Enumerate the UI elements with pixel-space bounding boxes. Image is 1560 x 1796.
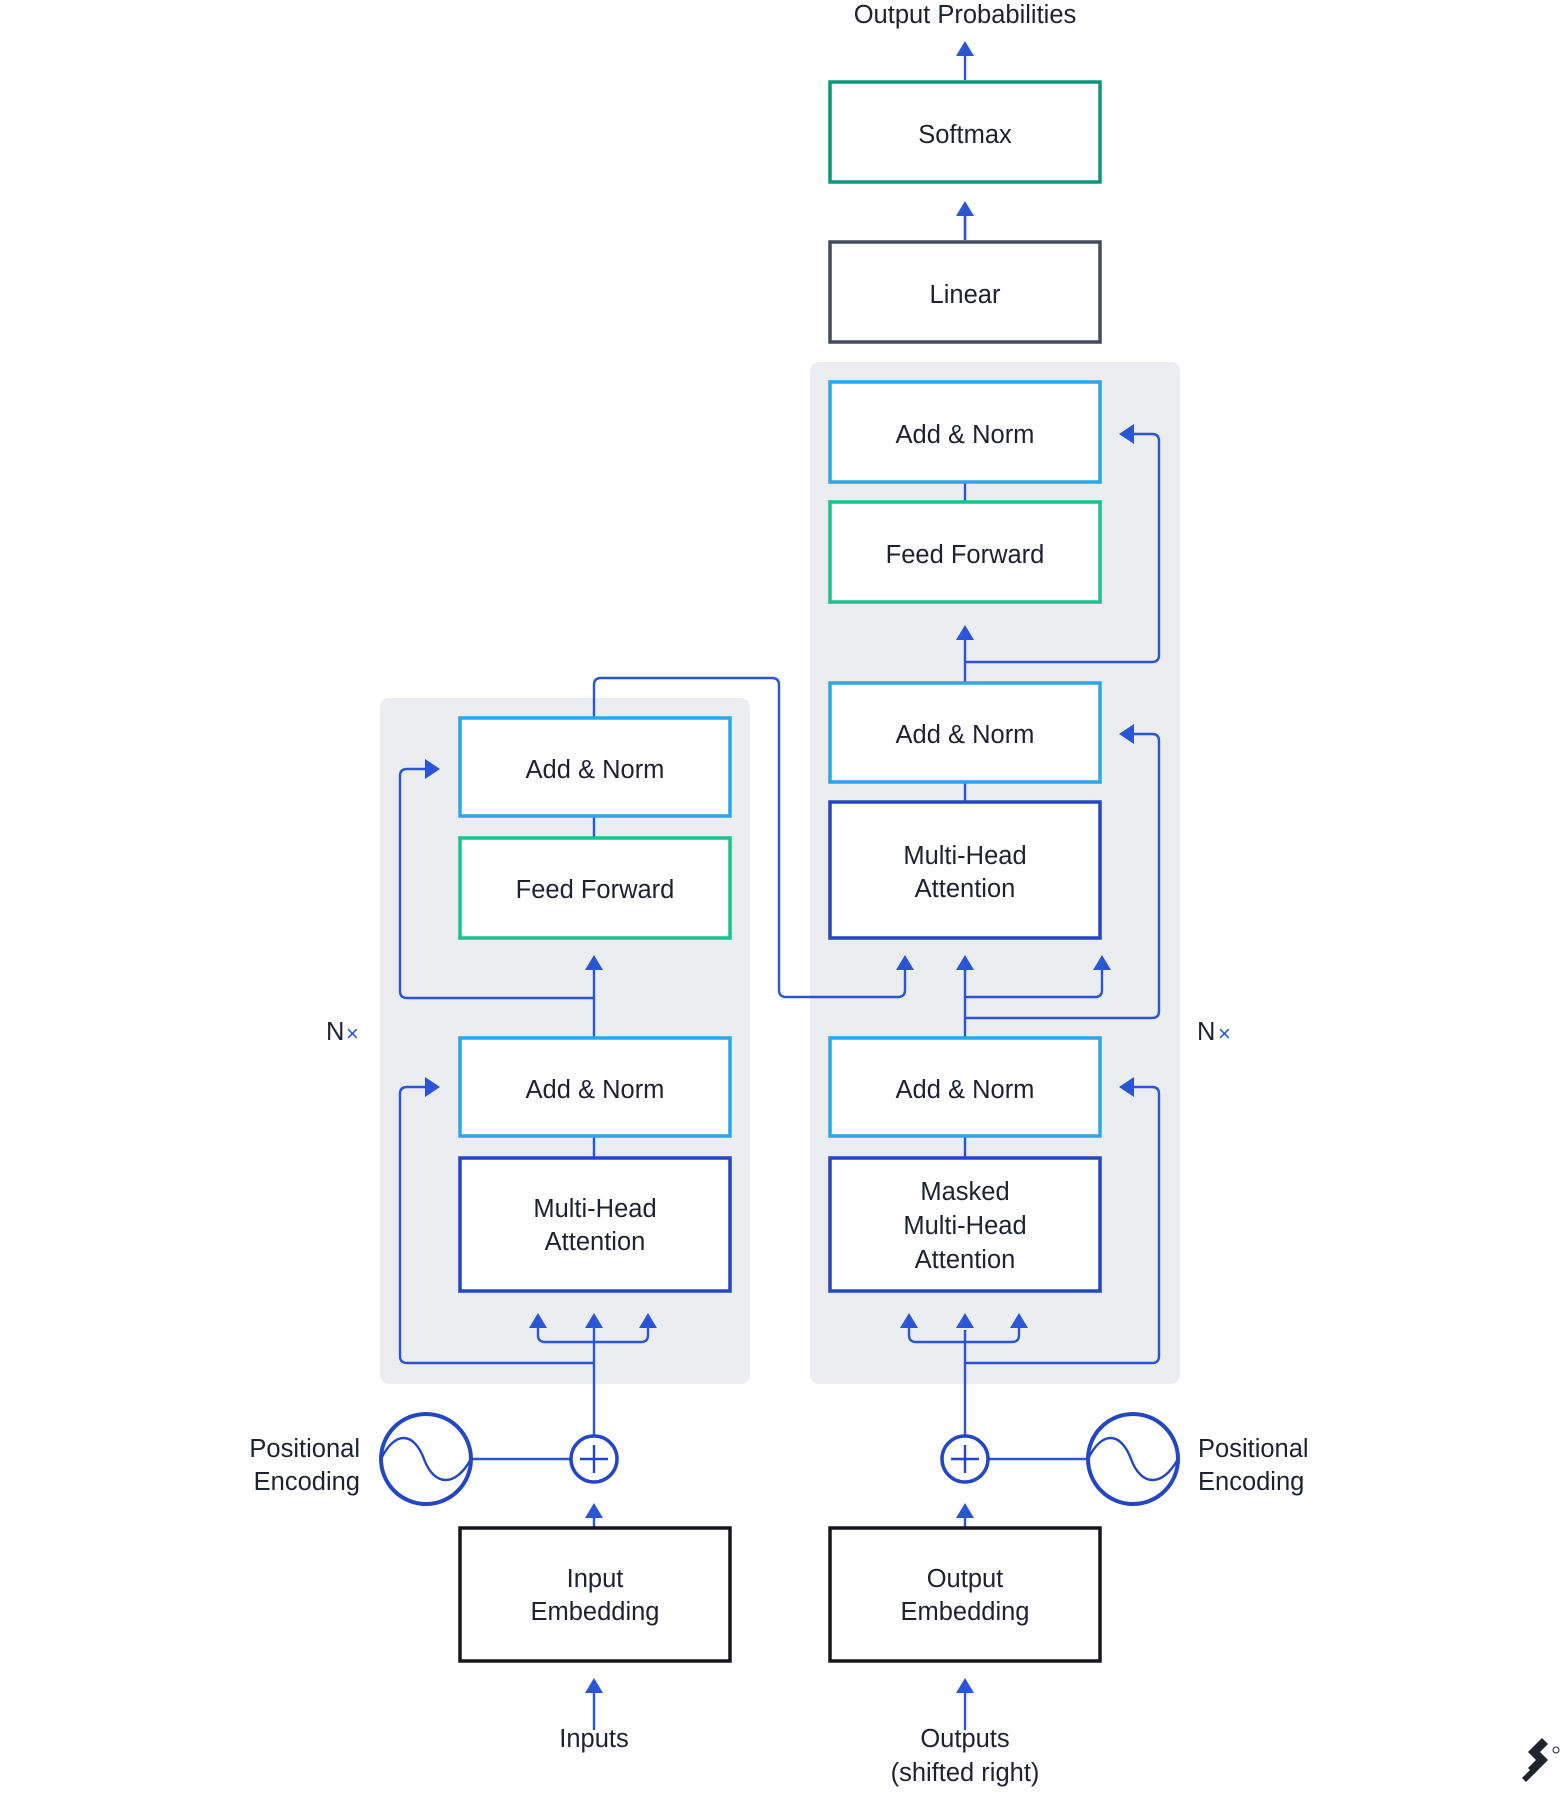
svg-text:Embedding: Embedding — [530, 1598, 659, 1626]
encoder-add-norm-top: Add & Norm — [458, 716, 732, 818]
inputs-label: Inputs — [559, 1725, 628, 1753]
svg-text:N: N — [1197, 1018, 1215, 1046]
output-embedding: Output Embedding — [828, 1526, 1102, 1663]
svg-text:Output: Output — [927, 1565, 1004, 1593]
svg-text:Attention: Attention — [545, 1228, 646, 1256]
svg-text:Add & Norm: Add & Norm — [896, 1076, 1035, 1104]
svg-text:Feed Forward: Feed Forward — [516, 876, 675, 904]
svg-text:Add & Norm: Add & Norm — [896, 721, 1035, 749]
svg-text:Linear: Linear — [930, 281, 1001, 309]
decoder-masked-multi-head-attention: Masked Multi-Head Attention — [828, 1156, 1102, 1293]
decoder-add-norm-bottom: Add & Norm — [828, 1036, 1102, 1138]
svg-text:Softmax: Softmax — [918, 121, 1012, 149]
connections — [398, 41, 1161, 1730]
encoder-feed-forward: Feed Forward — [458, 836, 732, 940]
svg-text:Attention: Attention — [915, 1246, 1016, 1274]
input-embedding: Input Embedding — [458, 1526, 732, 1663]
encoder-add-norm-bottom: Add & Norm — [458, 1036, 732, 1138]
decoder-add-icon — [940, 1434, 990, 1484]
decoder-multi-head-attention: Multi-Head Attention — [828, 800, 1102, 940]
decoder-positional-encoding-label-line2: Encoding — [1198, 1468, 1304, 1496]
decoder-repeat-label: N × — [1197, 1018, 1231, 1046]
svg-text:Input: Input — [567, 1565, 624, 1593]
softmax-layer: Softmax — [828, 80, 1102, 184]
outputs-label: Outputs — [920, 1725, 1009, 1753]
encoder-positional-encoding-icon — [379, 1412, 473, 1506]
svg-text:Feed Forward: Feed Forward — [886, 541, 1045, 569]
decoder-add-norm-middle: Add & Norm — [828, 681, 1102, 784]
toptal-logo-icon — [1522, 1738, 1560, 1782]
decoder-add-norm-top: Add & Norm — [828, 380, 1102, 484]
svg-text:N: N — [326, 1018, 344, 1046]
svg-text:Multi-Head: Multi-Head — [903, 842, 1026, 870]
svg-text:Add & Norm: Add & Norm — [526, 756, 665, 784]
svg-text:Add & Norm: Add & Norm — [526, 1076, 665, 1104]
linear-layer: Linear — [828, 240, 1102, 344]
svg-text:Attention: Attention — [915, 875, 1016, 903]
svg-text:Masked: Masked — [920, 1178, 1009, 1206]
encoder-multi-head-attention: Multi-Head Attention — [458, 1156, 732, 1293]
svg-text:Embedding: Embedding — [900, 1598, 1029, 1626]
svg-text:Multi-Head: Multi-Head — [533, 1195, 656, 1223]
svg-text:×: × — [346, 1021, 359, 1046]
encoder-positional-encoding-label-line2: Encoding — [254, 1468, 360, 1496]
encoder-add-icon — [569, 1434, 619, 1484]
svg-text:×: × — [1218, 1021, 1231, 1046]
encoder-repeat-label: N × — [326, 1018, 359, 1046]
decoder-feed-forward: Feed Forward — [828, 500, 1102, 604]
svg-text:Add & Norm: Add & Norm — [896, 421, 1035, 449]
output-probabilities-label: Output Probabilities — [854, 1, 1077, 29]
decoder-positional-encoding-icon — [1086, 1412, 1180, 1506]
svg-text:Multi-Head: Multi-Head — [903, 1212, 1026, 1240]
encoder-positional-encoding-label: Positional — [249, 1435, 360, 1463]
decoder-positional-encoding-label: Positional — [1198, 1435, 1309, 1463]
outputs-label-line2: (shifted right) — [891, 1759, 1040, 1787]
